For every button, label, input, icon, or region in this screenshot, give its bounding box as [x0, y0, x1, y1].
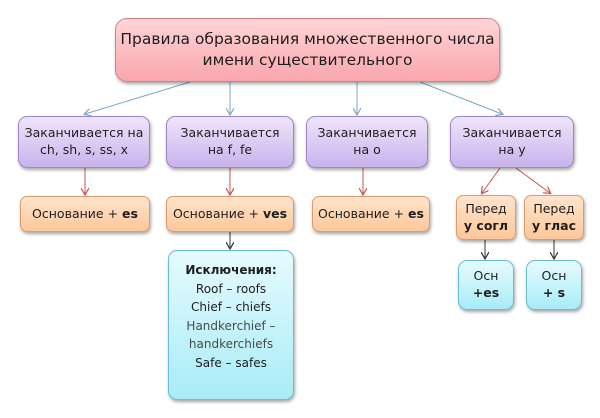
base-suffix: es — [408, 205, 424, 221]
rule-line-2: на y — [498, 142, 526, 157]
result-line-2: +es — [472, 285, 500, 300]
base-prefix: Основание + — [32, 205, 123, 221]
rule-line-1: Заканчивается — [180, 125, 280, 141]
rule-node-f-fe: Заканчивается на f, fe — [166, 116, 294, 168]
base-node-ves: Основание + ves — [166, 196, 294, 232]
exceptions-node: Исключения: Roof – roofs Chief – chiefs … — [168, 250, 294, 400]
exceptions-heading: Исключения: — [185, 263, 277, 277]
title-line-2: имени существительного — [202, 51, 413, 69]
base-prefix: Основание + — [318, 205, 409, 221]
title-node: Правила образования множественного числа… — [115, 18, 500, 82]
exception-item: Chief – chiefs — [191, 300, 271, 315]
rule-line-1: Заканчивается — [317, 125, 417, 141]
base-suffix: ves — [262, 205, 288, 221]
base-node-es-2: Основание + es — [312, 196, 430, 232]
branch-line-2: у согл — [463, 217, 509, 233]
result-node-es: Осн +es — [458, 260, 514, 310]
exception-item: Roof – roofs — [195, 281, 267, 296]
exception-item: handkerchiefs — [188, 337, 274, 352]
result-line-1: Осн — [541, 268, 567, 284]
rule-line-2: ch, sh, s, ss, x — [40, 142, 128, 157]
rule-line-2: на o — [353, 142, 381, 157]
rule-line-2: на f, fe — [207, 142, 253, 157]
rule-node-y: Заканчивается на y — [450, 116, 574, 168]
rule-node-o: Заканчивается на o — [306, 116, 428, 168]
result-line-2: + s — [542, 285, 566, 300]
base-node-es-1: Основание + es — [20, 196, 150, 232]
exception-item: Handkerchief – — [186, 318, 276, 333]
exception-item: Safe – safes — [195, 355, 267, 370]
rule-line-1: Заканчивается на — [24, 125, 144, 141]
rule-line-1: Заканчивается — [462, 125, 562, 141]
result-line-1: Осн — [473, 268, 499, 284]
arrow-rule-4-to-branch-1 — [482, 167, 501, 193]
result-node-s: Осн + s — [526, 260, 582, 310]
branch-line-1: Перед — [465, 201, 507, 217]
branch-line-2: у глас — [531, 217, 577, 233]
arrow-title-to-rule-4 — [419, 81, 502, 114]
base-prefix: Основание + — [172, 205, 263, 221]
arrow-title-to-rule-1 — [85, 81, 191, 114]
branch-node-consonant: Перед у согл — [456, 195, 516, 240]
arrow-rule-4-to-branch-2 — [515, 167, 550, 193]
rule-node-ch-sh: Заканчивается на ch, sh, s, ss, x — [18, 116, 150, 168]
branch-line-1: Перед — [533, 201, 575, 217]
base-suffix: es — [122, 205, 138, 221]
title-line-1: Правила образования множественного числа — [120, 30, 495, 49]
branch-node-vowel: Перед у глас — [524, 195, 584, 240]
